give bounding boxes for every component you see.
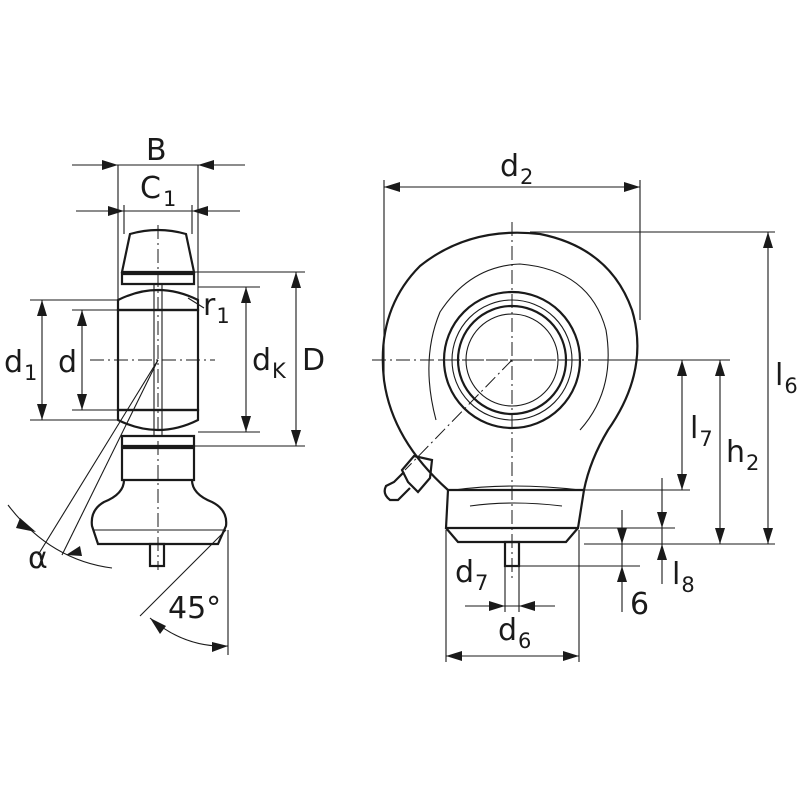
angle-45-line — [139, 529, 227, 617]
housing-bottom-section — [120, 446, 196, 482]
grease-nipple — [383, 454, 434, 502]
arrow-6-top — [617, 528, 627, 544]
inner-ring-top — [116, 288, 200, 312]
arrow-l7-top — [677, 360, 687, 376]
label-45-degrees: 45° — [168, 591, 221, 626]
label-B: B — [146, 133, 167, 168]
flange-outline — [90, 479, 228, 546]
arrow-h2-bottom — [715, 528, 725, 544]
arrow-d1-bottom — [37, 404, 47, 420]
eye-inner-contour — [428, 263, 609, 431]
label-d: d — [58, 345, 77, 380]
arrow-B-right — [198, 160, 214, 170]
arrow-45-right — [212, 642, 228, 652]
neck-line — [453, 485, 581, 491]
arrow-45-left — [150, 618, 166, 634]
arrow-dK-top — [241, 287, 251, 303]
label-D: D — [302, 343, 325, 378]
label-dK: dK — [252, 343, 287, 383]
arrow-d6-right — [563, 651, 579, 661]
outer-ring-top — [120, 272, 196, 286]
arrow-l6-bottom — [763, 528, 773, 544]
locating-pin — [148, 542, 166, 568]
arrow-d7-left — [489, 601, 505, 611]
label-h2: h2 — [726, 435, 759, 475]
front-locating-pin — [503, 540, 521, 568]
arrow-C1-left — [108, 206, 124, 216]
arrow-6-bottom — [617, 566, 627, 582]
arrow-D-bottom — [291, 430, 301, 446]
label-C1: C1 — [140, 171, 176, 211]
arrow-d7-right — [519, 601, 535, 611]
arrow-d1-top — [37, 300, 47, 316]
arrow-h2-top — [715, 360, 725, 376]
arrow-l7-bottom — [677, 474, 687, 490]
housing-eye-outline — [381, 231, 639, 492]
arrow-d6-left — [446, 651, 462, 661]
alpha-arc — [7, 504, 113, 569]
arrow-dK-bottom — [241, 416, 251, 432]
alpha-line-2 — [61, 359, 159, 556]
section-view: B C1 r1 d1 d dK D α 45° — [4, 133, 325, 655]
arrow-d-top — [77, 310, 87, 326]
label-6: 6 — [630, 587, 649, 622]
arrow-d2-left — [384, 182, 400, 192]
label-d7: d7 — [455, 555, 488, 595]
leader-r1 — [187, 297, 205, 309]
label-l6: l6 — [775, 358, 798, 398]
alpha-line-1 — [37, 359, 159, 556]
label-d2: d2 — [500, 149, 533, 189]
lube-axis — [404, 359, 513, 471]
housing-top-section — [120, 228, 196, 274]
label-r1: r1 — [203, 288, 230, 328]
label-alpha: α — [28, 541, 48, 576]
arrow-l6-top — [763, 232, 773, 248]
label-l7: l7 — [690, 411, 713, 451]
label-d6: d6 — [498, 613, 531, 653]
label-l8: l8 — [672, 557, 695, 597]
grease-nipple-head — [383, 471, 411, 502]
neck-shadow — [469, 502, 563, 507]
housing-base — [444, 489, 586, 530]
arrow-d2-right — [624, 182, 640, 192]
arrow-l8-bottom — [657, 544, 667, 560]
arrow-C1-right — [192, 206, 208, 216]
arrow-l8-top — [657, 512, 667, 528]
arrow-alpha-left — [16, 518, 36, 532]
arrow-B-left — [102, 160, 118, 170]
arrow-d-bottom — [77, 394, 87, 410]
grease-nipple-hex — [400, 454, 434, 494]
arrow-alpha-right — [66, 546, 82, 556]
label-d1: d1 — [4, 345, 37, 385]
arrow-D-top — [291, 272, 301, 288]
front-view: d2 l6 l7 h2 d7 6 l8 d6 — [372, 149, 798, 662]
